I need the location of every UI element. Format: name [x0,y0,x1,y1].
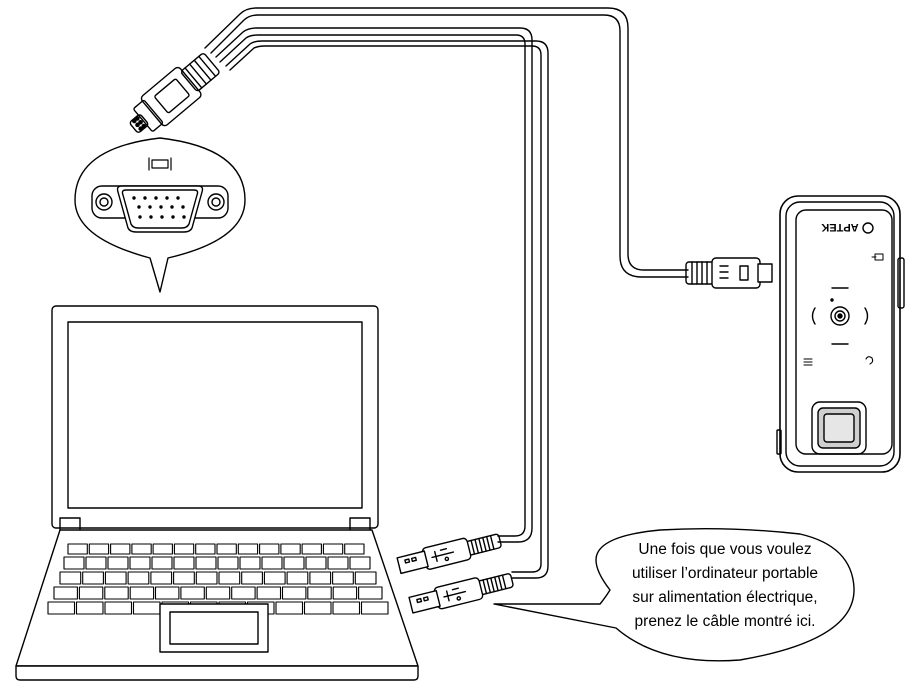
keyboard-key [307,586,332,600]
keyboard-key [239,556,261,570]
vga-port-callout [74,137,246,293]
keyboard-key [78,586,104,600]
usb-plug-2 [408,573,514,614]
keyboard-key [303,601,332,615]
keyboard-key [205,586,231,600]
keyboard-key [349,556,371,570]
select-button-icon [830,306,850,326]
callout-text: Une fois que vous voulez utiliser l’ordi… [605,538,845,634]
keyboard-key [75,601,104,615]
keyboard-key [256,586,282,600]
keyboard-key [354,571,377,585]
keyboard-key [88,543,110,555]
keyboard-key [104,601,133,615]
laptop [15,305,419,681]
keyboard-key [237,543,259,555]
keyboard-key [129,556,151,570]
keyboard-key [332,601,361,615]
keyboard-key [131,543,152,555]
vga-connector [129,53,220,133]
callout-line-2: utiliser l’ordinateur portable [631,565,819,582]
power-cable-callout [493,527,855,662]
callout-line-4: prenez le câble montré ici. [634,613,816,630]
keyboard-key [151,556,173,570]
keyboard-key [195,556,217,570]
nav-pad [811,287,869,345]
keyboard-key [110,543,131,555]
keyboard-key [150,571,173,585]
keyboard-key [154,586,180,600]
keyboard-key [173,571,195,585]
callout-line-1: Une fois que vous voulez [638,541,812,558]
keyboard-key [216,543,237,555]
keyboard-key [332,571,354,585]
input-source-icon [871,253,884,261]
usb-plug-1 [396,533,502,575]
keyboard-key [217,556,239,570]
keyboard-key [82,571,104,585]
keyboard-key [332,586,358,600]
keyboard-key [283,556,305,570]
keyboard-key [173,556,195,570]
keyboard-key [263,571,286,585]
keyboard-key [195,543,216,555]
keyboard-key [85,556,107,570]
cable-bundle [204,7,689,579]
keyboard-key [301,543,322,555]
keyboard-key [47,601,76,615]
keyboard-key [305,556,327,570]
keyboard-key [275,601,304,615]
keyboard-key [104,571,127,585]
vga-monitor-icon [148,157,172,171]
keyboard-key [261,556,283,570]
keyboard-key [218,571,241,585]
keyboard-key [231,586,256,600]
brand-logo: APTEK [821,221,858,233]
projector-cable-plug [685,257,773,289]
keyboard-key [67,543,88,555]
keyboard-key [107,556,129,570]
keyboard-key [309,571,332,585]
pico-projector: APTEK [776,195,905,473]
keyboard-key [59,571,82,585]
callout-line-3: sur alimentation électrique, [632,589,818,606]
keyboard-key [281,586,307,600]
keyboard-key [327,556,349,570]
vga-port [91,185,229,233]
keyboard-key [286,571,309,585]
keyboard-key [360,601,389,615]
keyboard-key [127,571,150,585]
keyboard-key [104,586,129,600]
keyboard-key [280,543,301,555]
keyboard-key [53,586,78,600]
keyboard-key [344,543,365,555]
projector-lens [811,401,867,455]
keyboard-key [63,556,85,570]
keyboard-key [259,543,280,555]
return-icon [865,356,874,365]
keyboard-key [195,571,218,585]
keyboard-key [152,543,173,555]
keyboard-key [180,586,205,600]
keyboard-key [322,543,344,555]
keyboard-key [358,586,383,600]
menu-icon [803,358,813,366]
brand-logo-mark [862,222,874,234]
keyboard-key [241,571,263,585]
keyboard-key [173,543,195,555]
keyboard-key [129,586,155,600]
